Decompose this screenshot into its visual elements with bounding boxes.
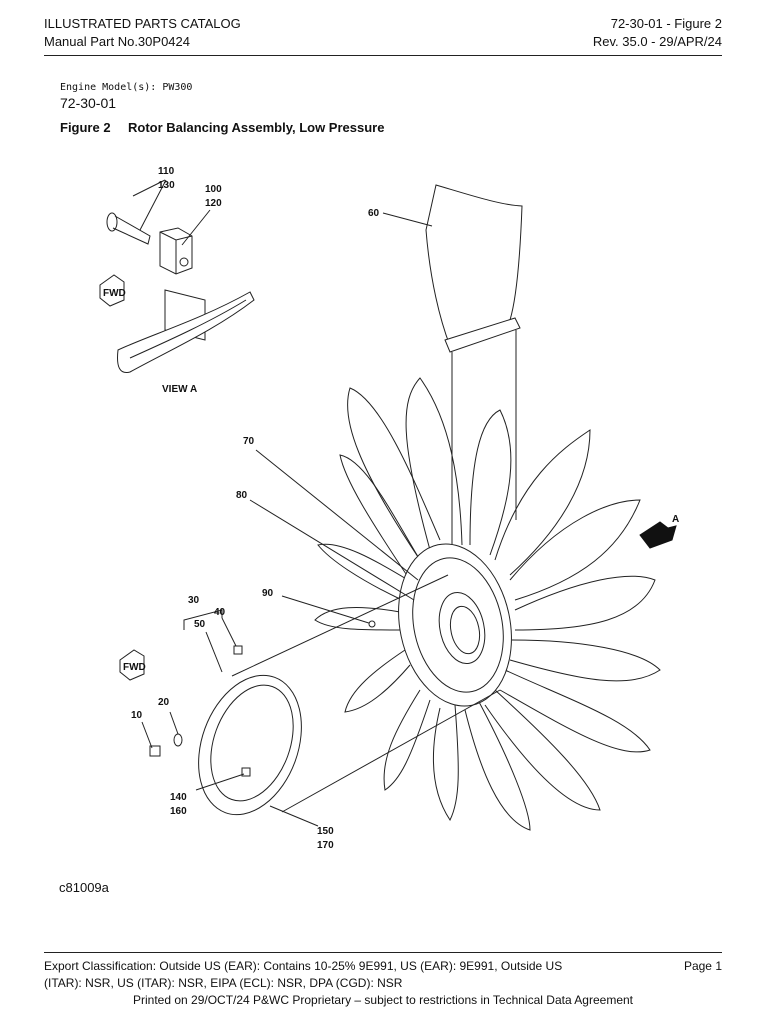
callout-110: 110 bbox=[158, 166, 175, 177]
manual-part-number: Manual Part No.30P0424 bbox=[44, 34, 190, 49]
blade-root bbox=[444, 317, 521, 353]
illustration-id: c81009a bbox=[59, 880, 109, 895]
removed-blade: 60 bbox=[368, 184, 523, 560]
callout-130: 130 bbox=[158, 180, 175, 191]
arrow-label-a: A bbox=[672, 514, 679, 525]
section-code: 72-30-01 bbox=[60, 95, 117, 111]
clip-hole bbox=[179, 257, 189, 267]
part-140 bbox=[241, 767, 251, 777]
callout-20: 20 bbox=[158, 697, 170, 708]
callout-160: 160 bbox=[170, 806, 187, 817]
figure-number: Figure 2 bbox=[60, 120, 111, 135]
part-90 bbox=[368, 620, 376, 628]
callout-60: 60 bbox=[368, 208, 380, 219]
fwd-arrow-icon bbox=[99, 274, 125, 307]
bolt-head bbox=[106, 212, 118, 232]
callout-10: 10 bbox=[131, 710, 143, 721]
catalog-title: ILLUSTRATED PARTS CATALOG bbox=[44, 16, 241, 31]
header-rule bbox=[44, 55, 722, 56]
fan-rotor: 70 80 90 bbox=[236, 377, 661, 831]
export-classification-line1: Export Classification: Outside US (EAR):… bbox=[44, 959, 563, 973]
callout-40: 40 bbox=[214, 607, 226, 618]
export-classification-line2: (ITAR): NSR, US (ITAR): NSR, EIPA (ECL):… bbox=[44, 976, 403, 990]
balancing-ring bbox=[198, 674, 302, 816]
view-a-label: VIEW A bbox=[162, 384, 197, 395]
figure-reference: 72-30-01 - Figure 2 bbox=[610, 16, 722, 31]
view-a-detail: FWD 110 130 100 120 VIEW A bbox=[99, 166, 255, 395]
callout-100: 100 bbox=[205, 184, 222, 195]
callout-80: 80 bbox=[236, 490, 248, 501]
hub-bore bbox=[438, 591, 486, 665]
callout-70: 70 bbox=[243, 436, 255, 447]
footer-rule bbox=[44, 952, 722, 953]
page-number: Page 1 bbox=[683, 959, 722, 973]
fwd-label-bottom: FWD bbox=[123, 662, 146, 673]
fwd-arrow-icon-lower bbox=[119, 649, 145, 681]
view-a-arrow: A bbox=[639, 514, 679, 549]
header-left: ILLUSTRATED PARTS CATALOG Manual Part No… bbox=[44, 15, 241, 51]
callout-170: 170 bbox=[317, 840, 334, 851]
callout-140: 140 bbox=[170, 792, 187, 803]
callout-30: 30 bbox=[188, 595, 200, 606]
callout-90: 90 bbox=[262, 588, 274, 599]
callout-150: 150 bbox=[317, 826, 334, 837]
nut-10 bbox=[149, 745, 161, 757]
footer: Export Classification: Outside US (EAR):… bbox=[44, 958, 722, 1009]
callout-120: 120 bbox=[205, 198, 222, 209]
balancing-ring-assembly: FWD 30 40 50 20 10 140 160 150 170 bbox=[119, 574, 501, 851]
fan-hub bbox=[398, 543, 512, 707]
callout-50: 50 bbox=[194, 619, 206, 630]
figure-caption: Rotor Balancing Assembly, Low Pressure bbox=[128, 120, 385, 135]
engine-model: Engine Model(s): PW300 bbox=[60, 82, 193, 93]
header-right: 72-30-01 - Figure 2 Rev. 35.0 - 29/APR/2… bbox=[593, 15, 722, 51]
fwd-label-top: FWD bbox=[103, 288, 126, 299]
washer-20 bbox=[173, 733, 183, 747]
revision: Rev. 35.0 - 29/APR/24 bbox=[592, 34, 722, 49]
printed-notice: Printed on 29/OCT/24 P&WC Proprietary – … bbox=[132, 993, 633, 1007]
part-40 bbox=[233, 645, 243, 655]
bolt-shank bbox=[112, 215, 151, 245]
direction-arrow-icon bbox=[639, 521, 677, 549]
exploded-view-illustration: FWD 110 130 100 120 VIEW A 60 bbox=[99, 166, 679, 851]
figure-title: Figure 2 Rotor Balancing Assembly, Low Pr… bbox=[60, 120, 384, 135]
